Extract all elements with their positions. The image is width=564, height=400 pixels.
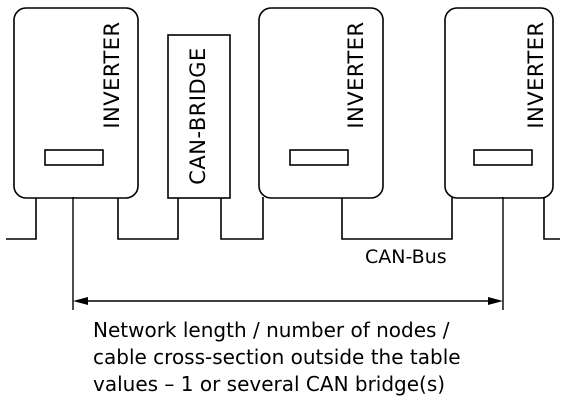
dimension-arrowhead-left bbox=[73, 297, 88, 305]
inverter-label: INVERTER bbox=[344, 21, 368, 128]
bus-segment-left-stub bbox=[6, 197, 37, 240]
inverter-display bbox=[289, 149, 349, 166]
can-bridge-label: CAN-BRIDGE bbox=[186, 47, 210, 184]
can-bus-label: CAN-Bus bbox=[365, 246, 447, 268]
caption-line-3: values – 1 or several CAN bridge(s) bbox=[93, 372, 445, 396]
caption-line-2: cable cross-section outside the table bbox=[93, 345, 461, 369]
inverter-display bbox=[44, 149, 104, 166]
network-length-dimension bbox=[72, 197, 504, 310]
inverter-unit-1: INVERTER bbox=[13, 7, 139, 199]
inverter-label: INVERTER bbox=[100, 21, 124, 128]
inverter-label: INVERTER bbox=[524, 21, 548, 128]
bus-segment-inverter1-to-bridge bbox=[117, 197, 179, 240]
bus-wiring bbox=[6, 197, 560, 240]
bus-segment-right-stub bbox=[543, 197, 560, 240]
caption-line-1: Network length / number of nodes / bbox=[93, 318, 450, 342]
dimension-arrowhead-right bbox=[488, 297, 503, 305]
bus-segment-inverter2-to-inverter3 bbox=[341, 197, 453, 240]
can-bridge-unit: CAN-BRIDGE bbox=[167, 34, 231, 199]
can-bridge-housing bbox=[167, 34, 231, 199]
inverter-unit-3: INVERTER bbox=[444, 7, 554, 199]
inverter-display bbox=[473, 149, 533, 166]
bus-segment-bridge-to-inverter2 bbox=[220, 197, 264, 240]
caption: Network length / number of nodes / cable… bbox=[93, 318, 461, 396]
inverter-unit-2: INVERTER bbox=[258, 7, 384, 199]
